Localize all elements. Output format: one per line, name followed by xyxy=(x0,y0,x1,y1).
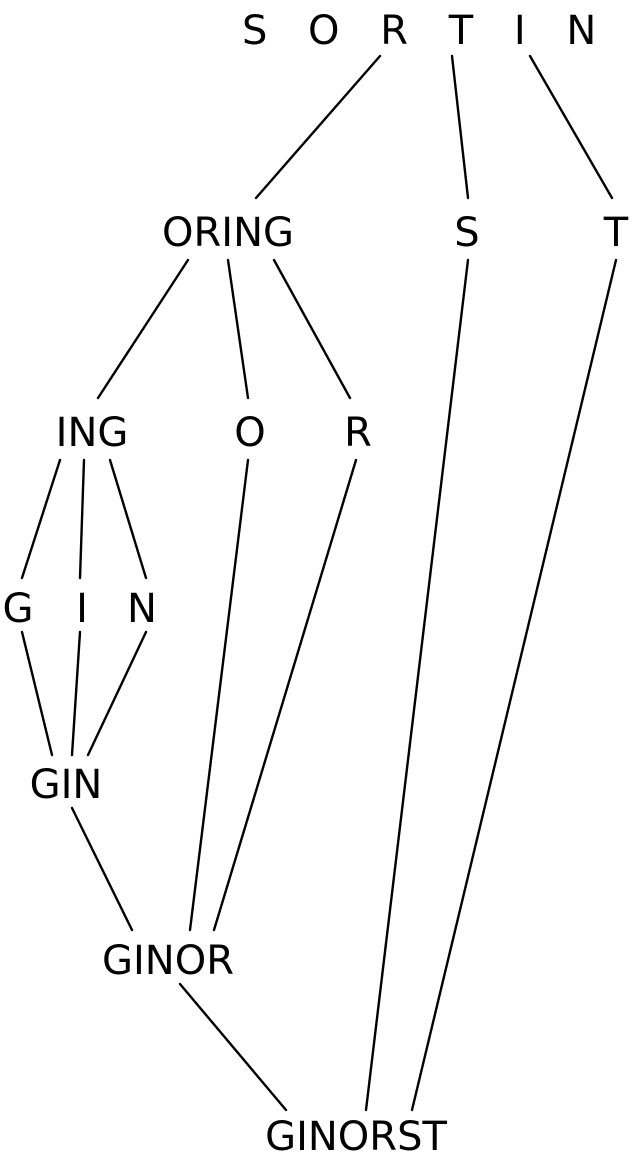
node-n: N xyxy=(127,586,157,632)
edge-s-to-ginorst xyxy=(364,258,470,1112)
edge-n-to-gin xyxy=(86,630,148,757)
node-t: T xyxy=(603,210,629,256)
node-sorting: S O R T I N G xyxy=(242,8,636,54)
node-ginor: GINOR xyxy=(102,938,234,984)
edge-ginor-to-ginorst xyxy=(178,982,288,1112)
node-s: S xyxy=(454,210,479,256)
edge-group xyxy=(20,54,618,1112)
edge-ing-to-i xyxy=(78,458,86,580)
edge-oring-to-r xyxy=(272,258,352,400)
node-g: G xyxy=(3,586,34,632)
edge-ing-to-g xyxy=(20,458,62,580)
edge-sorting-to-oring xyxy=(254,54,382,200)
edge-sorting-to-t xyxy=(528,54,614,200)
node-ing: ING xyxy=(56,410,129,456)
node-gin: GIN xyxy=(30,762,103,808)
edge-ing-to-n xyxy=(108,458,148,580)
edge-sorting-to-s xyxy=(450,54,470,200)
edge-r-to-ginor xyxy=(212,458,358,932)
edge-o-to-ginor xyxy=(188,458,250,932)
edge-t-to-ginorst xyxy=(410,258,618,1112)
node-i: I xyxy=(76,586,88,632)
node-ginorst: GINORST xyxy=(265,1114,447,1160)
edge-i-to-gin xyxy=(70,630,82,757)
edge-gin-to-ginor xyxy=(70,806,134,932)
node-oring: ORING xyxy=(162,210,294,256)
node-r: R xyxy=(344,410,372,456)
node-o: O xyxy=(234,410,265,456)
edge-oring-to-o xyxy=(226,258,250,400)
edge-g-to-gin xyxy=(20,630,54,757)
edge-oring-to-ing xyxy=(96,258,190,400)
